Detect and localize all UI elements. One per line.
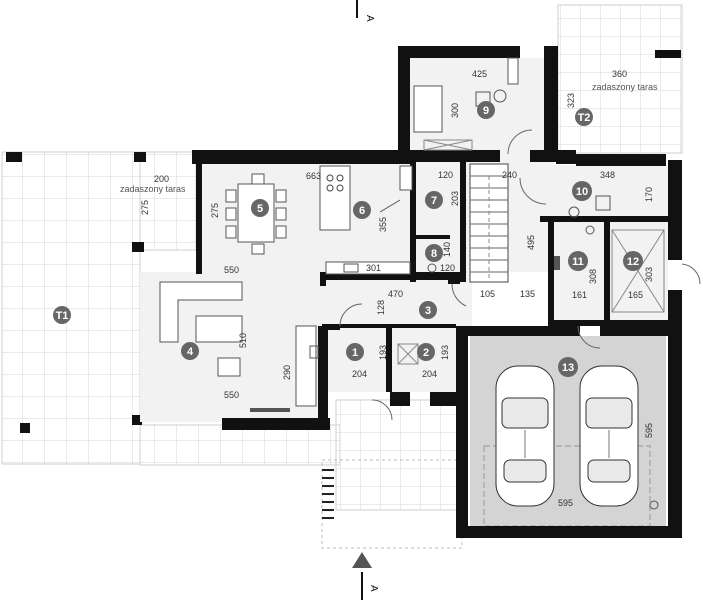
svg-text:120: 120 bbox=[438, 170, 453, 180]
svg-text:10: 10 bbox=[576, 186, 588, 198]
svg-text:A: A bbox=[368, 585, 379, 592]
badge-room-7: 7 bbox=[425, 191, 443, 209]
dimensions: 663 355 275 550 510 290 550 301 470 128 … bbox=[210, 69, 654, 508]
svg-text:11: 11 bbox=[572, 256, 584, 268]
svg-text:308: 308 bbox=[588, 269, 598, 284]
badge-room-10: 10 bbox=[572, 181, 592, 201]
svg-text:A: A bbox=[364, 15, 375, 22]
svg-text:9: 9 bbox=[483, 105, 489, 117]
walls bbox=[192, 46, 682, 538]
svg-text:165: 165 bbox=[628, 290, 643, 300]
car-left bbox=[495, 365, 555, 507]
badge-t1: T1 bbox=[53, 306, 71, 324]
svg-text:1: 1 bbox=[352, 347, 358, 359]
badge-t2: T2 bbox=[575, 108, 593, 126]
bathroom-fixtures bbox=[309, 195, 659, 510]
entrance-path bbox=[321, 399, 463, 549]
section-marker-top: A bbox=[356, 0, 375, 22]
garage bbox=[470, 336, 666, 532]
svg-text:170: 170 bbox=[644, 187, 654, 202]
badge-room-6: 6 bbox=[353, 201, 371, 219]
kitchen bbox=[319, 165, 413, 275]
svg-text:T1: T1 bbox=[56, 310, 69, 322]
svg-text:6: 6 bbox=[359, 205, 365, 217]
svg-text:470: 470 bbox=[388, 289, 403, 299]
svg-text:290: 290 bbox=[282, 365, 292, 380]
svg-text:5: 5 bbox=[257, 203, 263, 215]
badge-room-1: 1 bbox=[346, 343, 364, 361]
svg-text:140: 140 bbox=[442, 242, 452, 257]
badge-room-8: 8 bbox=[425, 244, 443, 262]
svg-text:300: 300 bbox=[450, 103, 460, 118]
badge-room-3: 3 bbox=[419, 301, 437, 319]
svg-text:161: 161 bbox=[572, 290, 587, 300]
svg-text:128: 128 bbox=[376, 300, 386, 315]
svg-text:8: 8 bbox=[431, 248, 437, 260]
room-9-furniture bbox=[413, 57, 519, 133]
svg-text:301: 301 bbox=[366, 263, 381, 273]
svg-text:7: 7 bbox=[431, 195, 437, 207]
svg-text:zadaszony taras: zadaszony taras bbox=[120, 184, 186, 194]
svg-text:200: 200 bbox=[154, 174, 169, 184]
svg-text:3: 3 bbox=[425, 305, 431, 317]
svg-text:135: 135 bbox=[520, 289, 535, 299]
svg-text:303: 303 bbox=[644, 267, 654, 282]
svg-text:T2: T2 bbox=[578, 112, 591, 124]
svg-text:12: 12 bbox=[627, 256, 639, 268]
svg-text:355: 355 bbox=[378, 217, 388, 232]
badge-room-12: 12 bbox=[623, 251, 643, 271]
badge-room-5: 5 bbox=[251, 199, 269, 217]
svg-text:510: 510 bbox=[238, 333, 248, 348]
doors bbox=[339, 129, 701, 421]
svg-text:203: 203 bbox=[450, 191, 460, 206]
svg-text:105: 105 bbox=[480, 289, 495, 299]
badge-room-2: 2 bbox=[417, 343, 435, 361]
svg-text:193: 193 bbox=[378, 345, 388, 360]
svg-text:4: 4 bbox=[187, 346, 194, 358]
svg-text:425: 425 bbox=[472, 69, 487, 79]
badge-room-13: 13 bbox=[558, 357, 578, 377]
svg-text:495: 495 bbox=[526, 235, 536, 250]
svg-text:595: 595 bbox=[644, 423, 654, 438]
svg-text:275: 275 bbox=[210, 203, 220, 218]
svg-text:2: 2 bbox=[423, 347, 429, 359]
staircase bbox=[469, 163, 509, 283]
car-right bbox=[579, 365, 639, 507]
svg-text:204: 204 bbox=[422, 369, 437, 379]
svg-text:348: 348 bbox=[600, 170, 615, 180]
terrace-t2: zadaszony taras 360 323 bbox=[557, 4, 683, 154]
svg-text:275: 275 bbox=[140, 200, 150, 215]
svg-text:zadaszony taras: zadaszony taras bbox=[592, 82, 658, 92]
svg-text:550: 550 bbox=[224, 265, 239, 275]
svg-text:240: 240 bbox=[502, 170, 517, 180]
svg-text:193: 193 bbox=[440, 345, 450, 360]
badge-room-9: 9 bbox=[477, 101, 495, 119]
svg-text:120: 120 bbox=[440, 263, 455, 273]
badge-room-11: 11 bbox=[568, 251, 588, 271]
svg-text:360: 360 bbox=[612, 69, 627, 79]
svg-text:550: 550 bbox=[224, 390, 239, 400]
section-marker-bottom: A bbox=[352, 552, 379, 600]
svg-text:595: 595 bbox=[558, 498, 573, 508]
svg-text:323: 323 bbox=[566, 93, 576, 108]
room-badges: T1 T2 1 2 3 4 5 6 7 8 9 10 11 12 13 bbox=[53, 101, 643, 377]
badge-room-4: 4 bbox=[181, 342, 199, 360]
svg-text:663: 663 bbox=[306, 171, 321, 181]
svg-text:13: 13 bbox=[562, 362, 574, 374]
svg-text:204: 204 bbox=[352, 369, 367, 379]
terrace-t1: zadaszony taras 200 275 bbox=[1, 151, 341, 466]
